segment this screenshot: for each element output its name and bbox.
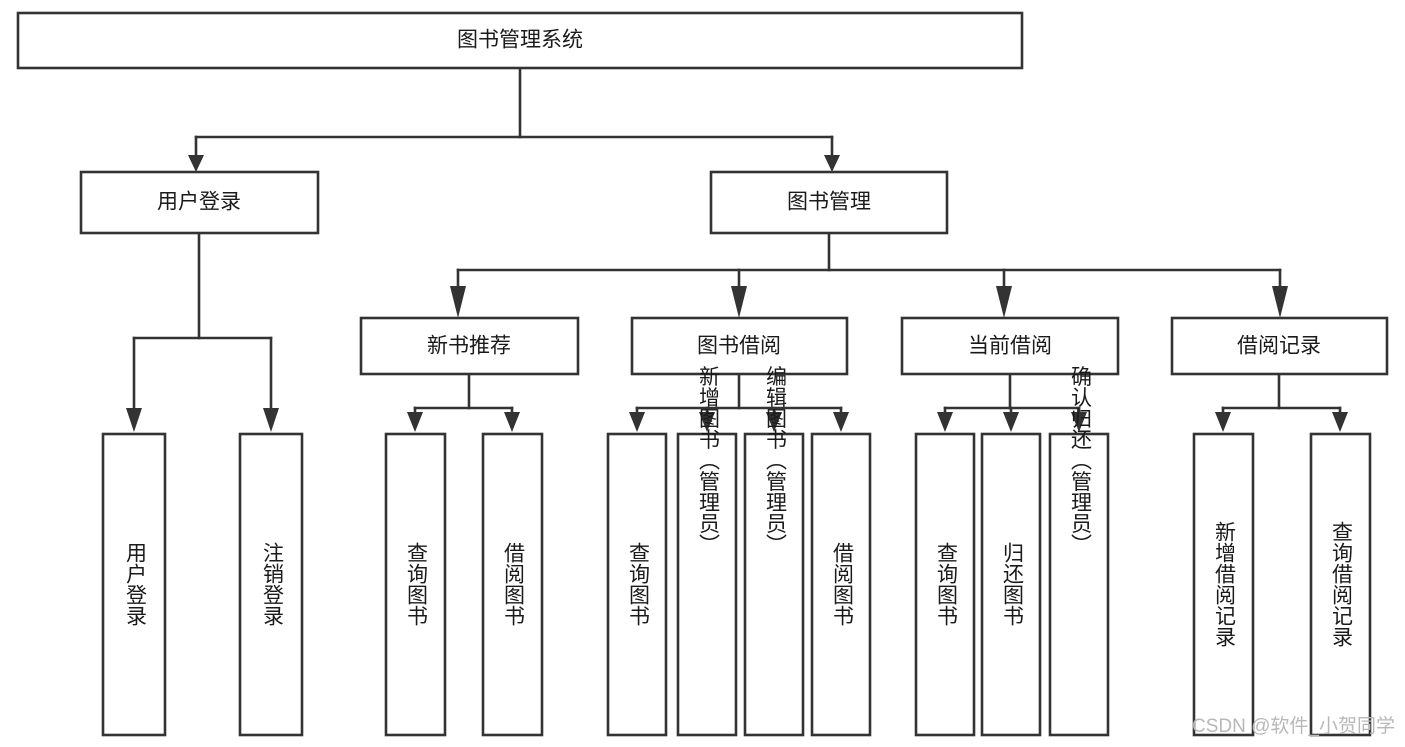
node-leaf-borrow-book-2[interactable]: 借阅图书 [810, 432, 872, 737]
node-leaf-borrow-book-1-label: 借阅图书 [501, 542, 525, 626]
node-leaf-confirm-return-box[interactable] [1048, 432, 1110, 737]
arrow-head-leaf-user-login [126, 408, 142, 432]
node-book-manage-label: 图书管理 [787, 191, 871, 214]
arrow-head-book-manage [824, 155, 840, 172]
node-leaf-query-record[interactable]: 查询借阅记录 [1309, 432, 1372, 737]
node-leaf-add-record[interactable]: 新增借阅记录 [1192, 432, 1255, 737]
arrow-head-new-book-rec [450, 286, 466, 318]
node-leaf-logout-label: 注销登录 [260, 542, 284, 626]
node-leaf-logout-box[interactable] [238, 432, 304, 737]
node-leaf-query-book-2-box[interactable] [606, 432, 668, 737]
node-leaf-logout[interactable]: 注销登录 [238, 432, 304, 737]
node-leaf-borrow-book-2-label: 借阅图书 [830, 542, 854, 626]
node-book-manage[interactable]: 图书管理 [709, 170, 949, 235]
node-leaf-add-record-box[interactable] [1192, 432, 1255, 737]
arrow-head-leaf-confirm-return [1071, 412, 1087, 432]
arrow-head-leaf-logout [263, 408, 279, 432]
arrow-head-leaf-query-book-2 [629, 412, 645, 432]
node-leaf-query-record-label: 查询借阅记录 [1329, 521, 1353, 647]
node-borrow-record-label: 借阅记录 [1237, 335, 1321, 358]
node-leaf-query-book-3[interactable]: 查询图书 [914, 432, 976, 737]
node-leaf-query-book-1-box[interactable] [384, 432, 447, 737]
node-root[interactable]: 图书管理系统 [16, 11, 1024, 70]
node-leaf-borrow-book-1[interactable]: 借阅图书 [481, 432, 544, 737]
node-new-book-rec-box[interactable] [359, 316, 580, 376]
arrow-head-leaf-add-book [699, 412, 715, 432]
node-user-login[interactable]: 用户登录 [79, 170, 320, 235]
node-leaf-borrow-book-1-box[interactable] [481, 432, 544, 737]
node-leaf-add-book[interactable]: 新增图书（管理员） [676, 366, 738, 737]
arrow-head-borrow-record [1272, 286, 1288, 318]
arrow-head-leaf-query-book-3 [937, 412, 953, 432]
node-leaf-query-book-3-label: 查询图书 [934, 542, 958, 626]
node-leaf-query-record-box[interactable] [1309, 432, 1372, 737]
node-current-borrow[interactable]: 当前借阅 [900, 316, 1120, 376]
node-root-box[interactable] [16, 11, 1024, 70]
arrow-head-leaf-return-book [1003, 412, 1019, 432]
node-leaf-confirm-return-label: 确认归还（管理员） [1068, 366, 1092, 555]
node-leaf-return-book[interactable]: 归还图书 [980, 432, 1042, 737]
node-user-login-box[interactable] [79, 170, 320, 235]
node-leaf-user-login-box[interactable] [101, 432, 167, 737]
node-leaf-borrow-book-2-box[interactable] [810, 432, 872, 737]
node-leaf-query-book-2-label: 查询图书 [626, 542, 650, 626]
node-leaf-add-book-box[interactable] [676, 432, 738, 737]
arrow-head-leaf-borrow-book-1 [504, 412, 520, 432]
node-leaf-add-book-label: 新增图书（管理员） [696, 366, 720, 555]
connector-layer [126, 66, 1348, 432]
node-leaf-query-book-2[interactable]: 查询图书 [606, 432, 668, 737]
node-leaf-edit-book-box[interactable] [743, 432, 805, 737]
node-leaf-user-login[interactable]: 用户登录 [101, 432, 167, 737]
node-leaf-query-book-3-box[interactable] [914, 432, 976, 737]
arrow-head-leaf-query-book-1 [407, 412, 423, 432]
node-book-borrow-label: 图书借阅 [697, 335, 781, 358]
arrow-head-book-borrow [731, 286, 747, 318]
node-leaf-add-record-label: 新增借阅记录 [1212, 521, 1236, 647]
node-root-label: 图书管理系统 [457, 29, 583, 52]
node-leaf-query-book-1[interactable]: 查询图书 [384, 432, 447, 737]
node-user-login-label: 用户登录 [157, 191, 241, 214]
node-leaf-edit-book-label: 编辑图书（管理员） [763, 366, 787, 555]
arrow-head-current-borrow [996, 286, 1012, 318]
node-leaf-edit-book[interactable]: 编辑图书（管理员） [743, 366, 805, 737]
watermark-label: CSDN @软件_小贺同学 [1192, 715, 1395, 737]
node-current-borrow-label: 当前借阅 [968, 335, 1052, 358]
node-current-borrow-box[interactable] [900, 316, 1120, 376]
node-book-borrow[interactable]: 图书借阅 [630, 316, 849, 376]
arrow-head-leaf-edit-book [766, 412, 782, 432]
node-book-manage-box[interactable] [709, 170, 949, 235]
node-leaf-user-login-label: 用户登录 [123, 542, 147, 626]
node-leaf-return-book-label: 归还图书 [1000, 542, 1024, 626]
node-leaf-confirm-return[interactable]: 确认归还（管理员） [1048, 366, 1110, 737]
arrow-head-leaf-borrow-book-2 [833, 412, 849, 432]
node-leaf-return-book-box[interactable] [980, 432, 1042, 737]
node-borrow-record-box[interactable] [1170, 316, 1389, 376]
node-book-borrow-box[interactable] [630, 316, 849, 376]
arrow-head-leaf-query-record [1332, 412, 1348, 432]
arrow-head-user-login [188, 155, 204, 172]
node-borrow-record[interactable]: 借阅记录 [1170, 316, 1389, 376]
arrow-head-leaf-add-record [1215, 412, 1231, 432]
node-leaf-query-book-1-label: 查询图书 [404, 542, 428, 626]
node-new-book-rec-label: 新书推荐 [427, 335, 511, 358]
node-new-book-rec[interactable]: 新书推荐 [359, 316, 580, 376]
